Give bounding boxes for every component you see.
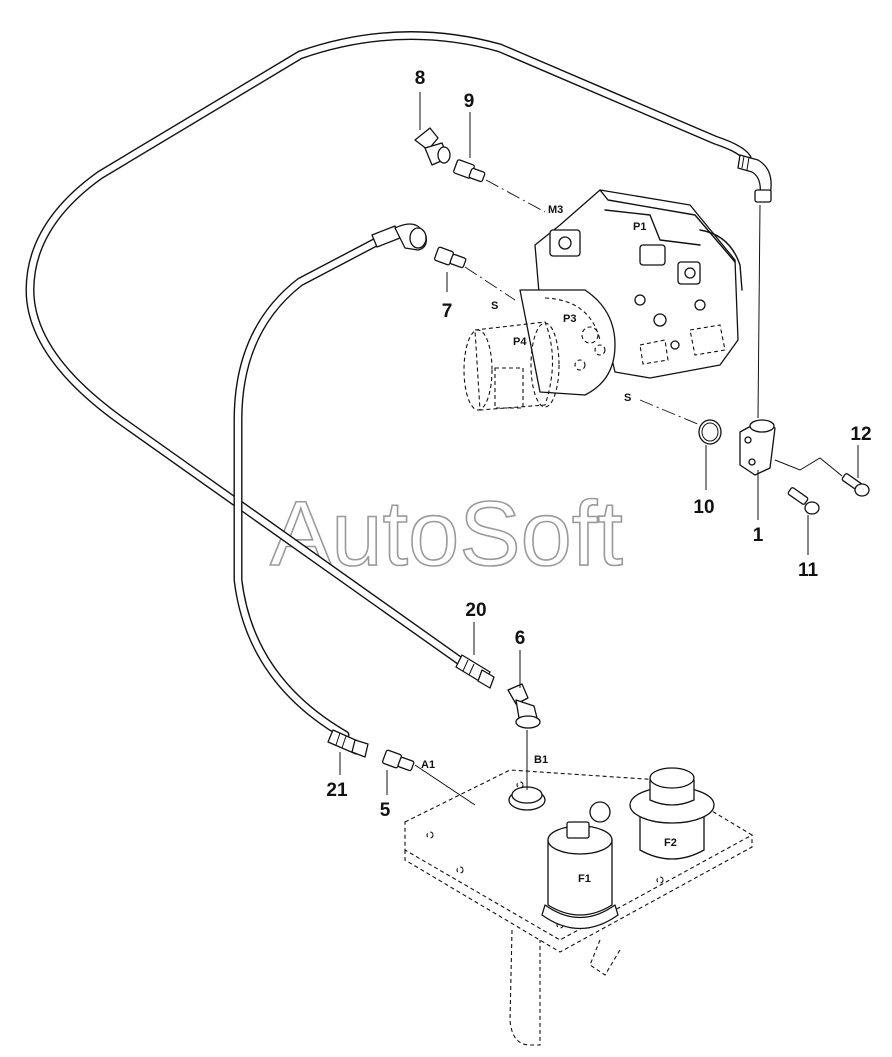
port-label-a1: A1 <box>421 759 435 771</box>
callout-21: 21 <box>326 780 348 801</box>
port-b1-nut <box>508 786 546 811</box>
hose-fitting-inner-top <box>371 223 427 251</box>
callout-10: 10 <box>693 497 714 518</box>
straight-fitting-5 <box>382 749 415 772</box>
hose-fitting-top-right <box>737 154 772 203</box>
port-label-m3: M3 <box>548 204 563 216</box>
filter-f1 <box>541 801 619 930</box>
filter-f2 <box>629 767 715 860</box>
hose-outer-loop <box>25 31 753 673</box>
port-label-s-lower: S <box>624 392 631 404</box>
port-label-s-upper: S <box>491 300 498 312</box>
elbow-fitting-6 <box>507 683 541 729</box>
hose-end-fitting-20 <box>455 654 495 689</box>
port-label-f1: F1 <box>578 873 591 885</box>
elbow-fitting-8 <box>414 127 451 166</box>
bolt-12 <box>841 473 870 497</box>
straight-fitting-9 <box>453 159 486 183</box>
flange-elbow-1 <box>739 419 776 476</box>
callout-5: 5 <box>380 800 391 821</box>
port-label-p1: P1 <box>633 221 646 233</box>
port-label-f2: F2 <box>664 837 677 849</box>
callout-20: 20 <box>465 600 486 621</box>
o-ring-10-inner <box>701 422 719 442</box>
hose-end-fitting-21 <box>327 729 369 758</box>
pump-assembly <box>463 189 743 411</box>
watermark-text: AutoSoft <box>270 483 623 585</box>
port-label-p4: P4 <box>513 336 527 348</box>
callout-6: 6 <box>515 628 526 649</box>
leader-lines <box>339 92 859 806</box>
callout-8: 8 <box>415 68 426 89</box>
straight-fitting-7 <box>434 246 467 269</box>
callout-1: 1 <box>753 525 764 546</box>
port-label-p3: P3 <box>563 313 576 325</box>
callout-12: 12 <box>850 424 871 445</box>
callout-9: 9 <box>464 91 475 112</box>
bolt-11 <box>787 487 820 515</box>
callout-7: 7 <box>442 301 453 322</box>
port-label-b1: B1 <box>534 754 548 766</box>
callout-11: 11 <box>798 560 819 581</box>
